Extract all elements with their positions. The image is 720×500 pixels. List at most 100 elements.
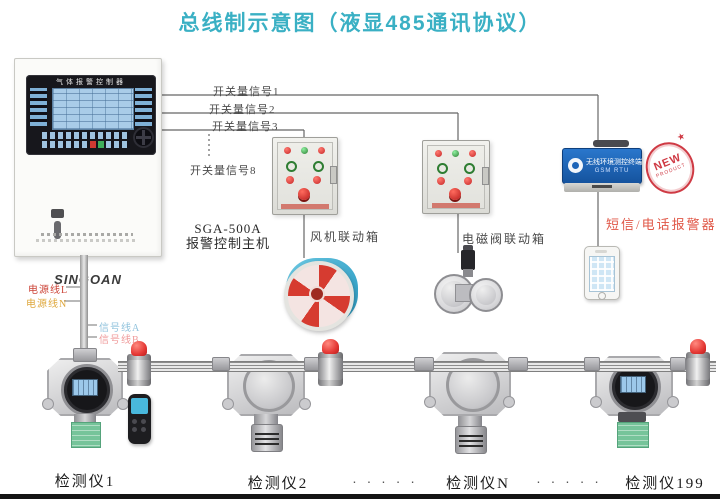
signal-label-3: 开关量信号3: [212, 121, 279, 133]
signal-label-1: 开关量信号1: [213, 86, 280, 98]
company-text-line: [41, 233, 133, 236]
panel-key-icon: [54, 221, 61, 239]
button-red-icon: [313, 176, 321, 184]
button-red-icon: [437, 177, 445, 185]
warning-strip: [281, 204, 329, 209]
fan-linkage-box: [272, 137, 338, 215]
indicator-red-icon: [469, 150, 476, 157]
valve-linkage-box: [422, 140, 490, 214]
panel-lcd-screen: [52, 88, 134, 130]
panel-cable-conduit: [80, 255, 88, 356]
alarm-beacon-base: [686, 352, 710, 386]
panel-button-row-2: [42, 141, 130, 148]
panel-red-indicator: [90, 141, 96, 148]
gsm-device-title: 无线环境测控终端: [586, 159, 642, 166]
indicator-red-icon: [435, 150, 442, 157]
cable-gland: [414, 357, 434, 371]
gsm-logo-icon: [568, 158, 583, 173]
sensor-slots: [459, 435, 483, 447]
alarm-control-panel: 气体报警控制器 SINGOAN: [14, 58, 162, 287]
detector-2-label: 检测仪2: [247, 476, 309, 492]
solenoid-coil-icon: [461, 250, 475, 270]
host-model: SGA-500A: [194, 221, 262, 236]
mount-ear: [222, 398, 234, 410]
detector-lcd-screen: [620, 376, 646, 393]
remote-button: [141, 427, 146, 432]
button-green-ring-icon: [313, 161, 324, 172]
mount-ear: [424, 396, 436, 408]
signal-wire-b-label: 信号线B: [99, 335, 140, 346]
cable-gland: [584, 357, 600, 371]
remote-button: [141, 419, 146, 424]
fan-box-label: 风机联动箱: [310, 230, 381, 244]
cable-gland: [212, 357, 230, 371]
host-model-desc: 报警控制主机: [185, 235, 270, 251]
detector-neck: [74, 414, 96, 422]
sensor-head: [251, 424, 283, 452]
detector-lcd-screen: [72, 379, 98, 396]
detector-neck: [254, 414, 278, 424]
gsm-device-subtitle: GSM RTU: [594, 168, 630, 174]
mount-ear: [42, 398, 54, 410]
panel-button-row-1: [42, 132, 130, 139]
button-green-ring-icon: [286, 161, 297, 172]
sms-phone-alarm-label: 短信/电话报警器: [606, 217, 717, 232]
button-green-ring-icon: [437, 163, 448, 174]
button-green-ring-icon: [464, 163, 475, 174]
company-text-line: [36, 239, 138, 242]
panel-green-indicator: [98, 141, 104, 148]
calibration-label: [617, 422, 649, 448]
button-red-icon: [286, 176, 294, 184]
box-handle: [482, 167, 489, 185]
valve-flange-right: [469, 278, 503, 312]
panel-lock-icon: [51, 209, 64, 218]
mount-ear: [590, 396, 602, 408]
emergency-stop-button-icon: [449, 188, 461, 200]
button-red-icon: [464, 177, 472, 185]
mount-ear: [503, 396, 515, 408]
indicator-red-icon: [318, 147, 325, 154]
new-product-stamp-icon: NEW PRODUCT: [638, 134, 702, 202]
detector-199-label: 检测仪199: [625, 476, 705, 492]
gsm-antenna-icon: [593, 140, 629, 147]
smartphone-icon: [584, 246, 620, 300]
remote-control-icon: [128, 394, 151, 444]
power-wire-n-label: 电源线N: [26, 299, 68, 310]
panel-screen-title: 气体报警控制器: [56, 79, 126, 86]
remote-button: [132, 427, 137, 432]
gsm-rtu-device: 无线环境测控终端 GSM RTU: [562, 148, 642, 184]
alarm-beacon-base: [127, 354, 151, 386]
cable-gland: [508, 357, 528, 371]
alarm-beacon-icon: [131, 341, 147, 356]
mount-ear: [299, 398, 311, 410]
remote-button: [132, 419, 137, 424]
calibration-label: [71, 422, 101, 448]
valve-coil-top: [463, 245, 473, 251]
bottom-border-line: [0, 494, 720, 499]
sensor-slots: [255, 433, 279, 445]
valve-stem: [463, 269, 473, 277]
signal-wire-a-label: 信号线A: [99, 323, 141, 334]
alarm-beacon-icon: [322, 339, 339, 354]
page-title: 总线制示意图（液显485通讯协议）: [178, 12, 542, 35]
fan-hub: [309, 286, 325, 302]
panel-right-buttons: [135, 88, 152, 126]
remote-screen: [131, 398, 148, 414]
power-wire-l-label: 电源线L: [28, 285, 69, 296]
detector-n-label: 检测仪N: [446, 476, 510, 492]
phone-home-button: [598, 292, 606, 300]
panel-direction-keypad: [133, 127, 154, 148]
host-model-label: SGA-500A 报警控制主机: [172, 221, 284, 252]
alarm-beacon-base: [318, 352, 343, 386]
cable-gland: [73, 348, 97, 362]
indicator-red-icon: [284, 147, 291, 154]
detector-neck: [618, 412, 646, 422]
signal-label-8: 开关量信号8: [190, 165, 257, 177]
alarm-beacon-icon: [690, 339, 706, 354]
detector-neck: [458, 416, 482, 426]
signal-label-2: 开关量信号2: [209, 104, 276, 116]
phone-screen: [589, 256, 615, 292]
phone-earpiece: [595, 250, 607, 253]
indicator-green-icon: [301, 147, 308, 154]
